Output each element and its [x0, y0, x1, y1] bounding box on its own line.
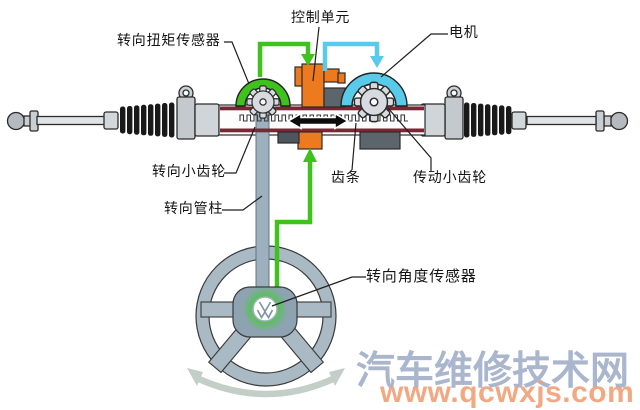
left-mount-bracket	[176, 85, 196, 140]
label-motor: 电机	[449, 26, 479, 41]
signal-path-angle-to-ecu	[274, 148, 317, 300]
rack-travel-arrow	[286, 112, 350, 130]
label-angle-sensor: 转向角度传感器	[366, 269, 477, 285]
label-steering-column: 转向管柱	[164, 202, 224, 217]
drive-pinion-gear	[353, 81, 395, 123]
pointer-torque-sensor	[224, 41, 250, 85]
pointer-steering-column	[222, 195, 263, 211]
label-drive-pinion: 传动小齿轮	[413, 171, 487, 186]
left-bellows	[120, 102, 175, 138]
right-tie-rod	[511, 110, 629, 132]
left-tie-rod	[6, 110, 119, 132]
label-pointer-lines	[222, 26, 448, 307]
pointer-rack	[351, 122, 357, 171]
steering-pinion-gear	[246, 85, 280, 119]
pointer-control-unit	[312, 26, 320, 82]
signal-path-torque-to-ecu	[257, 41, 315, 77]
control-unit	[277, 63, 401, 150]
label-steering-pinion: 转向小齿轮	[152, 165, 226, 180]
right-mount-bracket	[444, 85, 464, 140]
pointer-drive-pinion	[387, 107, 432, 171]
signal-path-ecu-to-motor	[322, 41, 384, 71]
label-torque-sensor: 转向扭矩传感器	[117, 34, 221, 49]
right-bellows	[464, 102, 512, 138]
label-control-unit: 控制单元	[291, 11, 351, 26]
pointer-motor	[380, 33, 448, 78]
steering-column	[255, 107, 270, 304]
pointer-steering-pinion	[224, 126, 256, 174]
steering-wheel-hub	[232, 286, 298, 338]
label-rack: 齿条	[331, 171, 361, 186]
vw-logo-icon	[252, 296, 278, 322]
pointer-angle-sensor	[271, 276, 366, 307]
rotation-arrow	[187, 368, 345, 398]
